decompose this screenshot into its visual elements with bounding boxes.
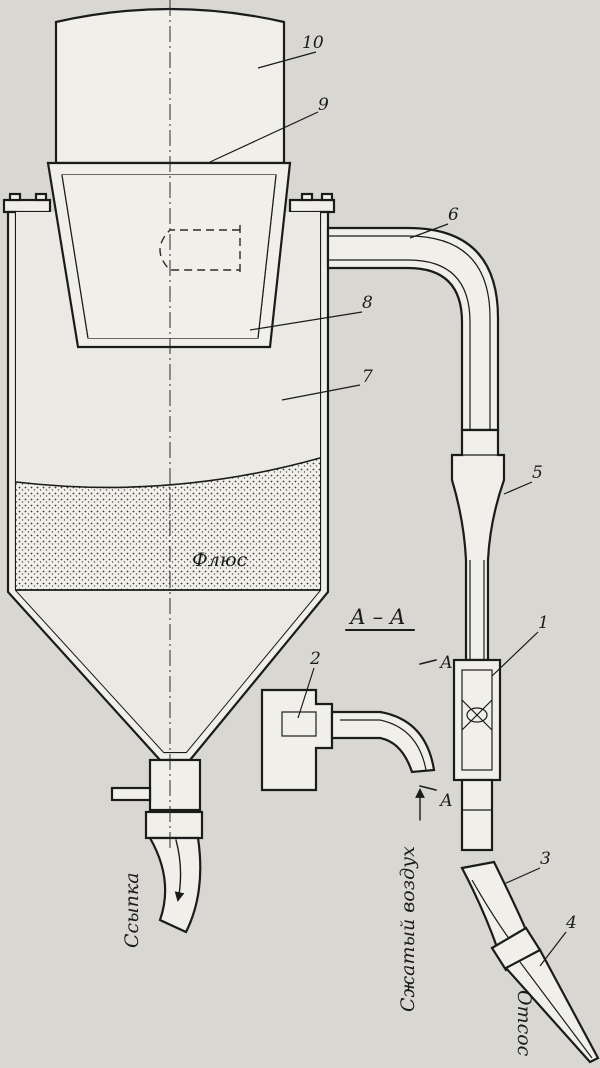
section-a-a-detail [260,629,437,821]
part-number-2: 2 [309,649,321,669]
ejector-1 [452,658,502,852]
discharge-gate [110,758,204,934]
section-mark-lower: А [439,791,453,811]
venturi-5 [450,428,506,662]
part-number-5: 5 [532,463,543,483]
part-number-10: 10 [302,33,324,53]
suction-tube-6 [159,225,500,432]
nozzle-4 [490,926,600,1064]
part-number-7: 7 [362,367,373,387]
suction-label: Отсос [513,990,535,1057]
compressed-air-label: Сжатый воздух [397,846,419,1012]
insert-funnel-8 [46,161,292,349]
part-number-9: 9 [318,95,329,115]
part-number-8: 8 [362,293,373,313]
flux-label: Флюс [192,549,248,571]
section-mark-upper: А [439,653,453,673]
leader-lines [209,51,567,967]
part-number-1: 1 [538,613,549,633]
section-title: А – А [348,605,406,629]
part-number-3: 3 [540,849,551,869]
part-number-4: 4 [565,913,577,933]
part-number-6: 6 [448,205,459,225]
pouring-label: Ссыпка [121,872,143,948]
